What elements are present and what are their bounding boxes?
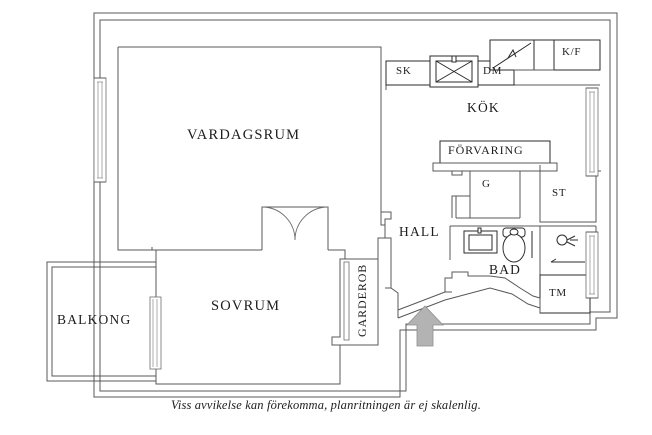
annotation-tm: TM bbox=[549, 287, 567, 299]
balcony-door bbox=[149, 296, 162, 370]
room-label-kok: KÖK bbox=[467, 100, 500, 115]
stove-icon bbox=[489, 39, 535, 71]
annotation-sk: SK bbox=[396, 65, 412, 77]
plan-disclaimer-caption: Viss avvikelse kan förekomma, planritnin… bbox=[171, 398, 481, 412]
room-outline-garderob bbox=[340, 225, 386, 346]
entrance-direction-arrow bbox=[406, 305, 444, 347]
double-door-swing bbox=[261, 206, 329, 241]
room-outline-tm bbox=[539, 274, 591, 314]
room-outline-sovrum bbox=[155, 250, 346, 385]
room-label-hall: HALL bbox=[399, 224, 440, 239]
sink-icon bbox=[435, 55, 473, 83]
washbasin-icon bbox=[463, 227, 498, 254]
kitchen-counter-run bbox=[385, 39, 601, 88]
room-outline-balkong bbox=[46, 261, 157, 382]
annotation-dm: DM bbox=[483, 65, 503, 77]
window-kitchen-right bbox=[585, 87, 599, 177]
room-label-forvaring: FÖRVARING bbox=[448, 143, 524, 157]
room-outline-g-closet bbox=[451, 171, 521, 219]
room-outline-forvaring bbox=[432, 140, 558, 176]
room-label-balkong: BALKONG bbox=[57, 312, 132, 327]
wall-notches bbox=[94, 77, 598, 299]
annotation-g: G bbox=[482, 178, 491, 190]
room-label-bad: BAD bbox=[489, 262, 522, 277]
room-outline-vardagsrum bbox=[117, 46, 392, 288]
window-bath-right bbox=[585, 231, 599, 299]
room-label-vardagsrum: VARDAGSRUM bbox=[187, 127, 301, 143]
hall-entrance-walls bbox=[385, 237, 541, 319]
outer-walls bbox=[93, 12, 618, 398]
toilet-icon bbox=[502, 227, 526, 263]
room-label-garderob: GARDEROB bbox=[355, 263, 369, 337]
room-label-sovrum: SOVRUM bbox=[211, 298, 281, 314]
shower-icon bbox=[550, 234, 585, 263]
bathroom-fixtures bbox=[463, 227, 585, 263]
annotation-st: ST bbox=[552, 187, 567, 199]
annotation-kf: K/F bbox=[562, 46, 582, 58]
window-living-room-left bbox=[93, 77, 107, 183]
